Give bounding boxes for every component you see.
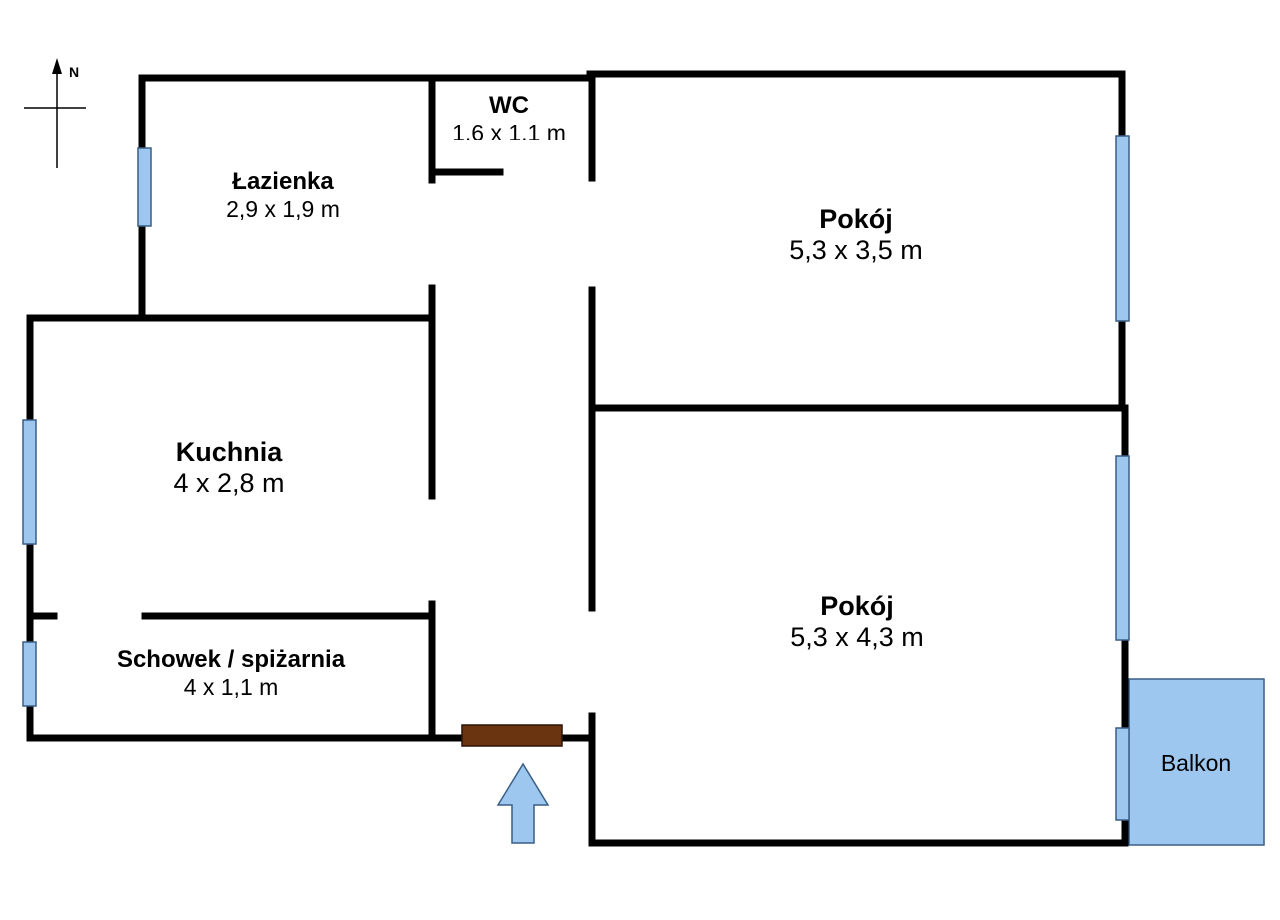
room-dimensions: 4 x 2,8 m (173, 468, 285, 499)
window-storage (22, 641, 37, 707)
room-dimensions: 4 x 1,1 m (183, 673, 279, 700)
room-name: Pokój (819, 204, 893, 234)
room-dimensions: 2,9 x 1,9 m (226, 195, 340, 222)
room-dimensions: 1,6 x 1,1 m (452, 119, 566, 140)
room-label-wc: WC 1,6 x 1,1 m (452, 92, 566, 140)
room-name: Kuchnia (175, 437, 283, 467)
room-label-pokoj-bottom: Pokój 5,3 x 4,3 m (790, 591, 924, 653)
windows (22, 135, 1130, 821)
window-bathroom (137, 147, 152, 227)
room-label-balkon: Balkon (1160, 750, 1232, 776)
room-dimensions: 5,3 x 4,3 m (790, 622, 924, 653)
room-name: Schowek / spiżarnia (116, 646, 346, 673)
room-name: Łazienka (232, 168, 334, 195)
entrance-arrow-icon (496, 762, 550, 844)
entrance-door (461, 724, 563, 747)
window-kitchen (22, 419, 37, 545)
window-room-bottom (1115, 455, 1130, 641)
window-balcony-door (1115, 727, 1130, 821)
room-name: WC (489, 92, 529, 119)
room-label-lazienka: Łazienka 2,9 x 1,9 m (226, 168, 340, 222)
compass-north-label: N (68, 64, 80, 80)
room-label-pokoj-top: Pokój 5,3 x 3,5 m (789, 204, 923, 266)
window-room-top (1115, 135, 1130, 322)
room-name: Pokój (820, 591, 894, 621)
room-label-kuchnia: Kuchnia 4 x 2,8 m (173, 437, 284, 499)
room-dimensions: 5,3 x 3,5 m (789, 235, 923, 266)
balcony-area (1128, 678, 1265, 846)
room-label-schowek: Schowek / spiżarnia 4 x 1,1 m (117, 646, 345, 700)
compass-icon (24, 58, 86, 168)
